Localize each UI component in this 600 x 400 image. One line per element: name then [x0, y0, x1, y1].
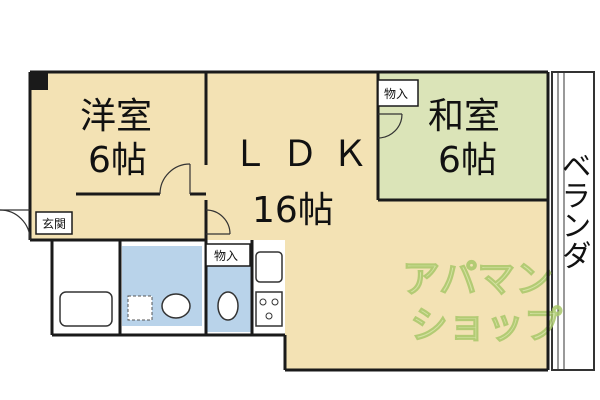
storage-mid-label: 物入: [214, 249, 238, 263]
stove-burner: [265, 312, 273, 320]
entrance-box: [35, 211, 73, 235]
western-room-name: 洋室: [80, 96, 152, 137]
corridor: [76, 194, 206, 240]
washbasin: [161, 293, 191, 319]
storage-top-label: 物入: [384, 87, 408, 101]
kitchen-sink: [255, 251, 283, 283]
stove-burner: [259, 298, 267, 306]
western-room: [30, 72, 206, 194]
watermark-logo: アパマン ショップ: [402, 257, 563, 348]
western-room-size: 6帖: [88, 140, 147, 181]
storage-closet-mid: [205, 243, 251, 267]
shower-area: [127, 295, 153, 321]
japanese-room-name: 和室: [428, 96, 500, 137]
ldk-area: [206, 72, 548, 370]
structural-column: [30, 72, 48, 90]
storage-closet-top: [377, 79, 419, 107]
veranda-area: [551, 71, 595, 371]
walls: [28, 70, 550, 372]
watermark-line2: ショップ: [410, 303, 562, 347]
stove: [255, 291, 283, 327]
ldk-size: 16帖: [252, 190, 334, 231]
entrance-label: 玄関: [42, 216, 66, 231]
bathtub: [59, 291, 113, 327]
doors: [0, 113, 403, 241]
watermark-line1: アパマン: [402, 257, 553, 301]
stove-burner: [271, 298, 279, 306]
japanese-room-size: 6帖: [438, 140, 497, 181]
veranda-label: ベランダ: [556, 150, 591, 270]
toilet: [217, 291, 239, 321]
ldk-name: ＬＤＫ: [232, 134, 382, 175]
